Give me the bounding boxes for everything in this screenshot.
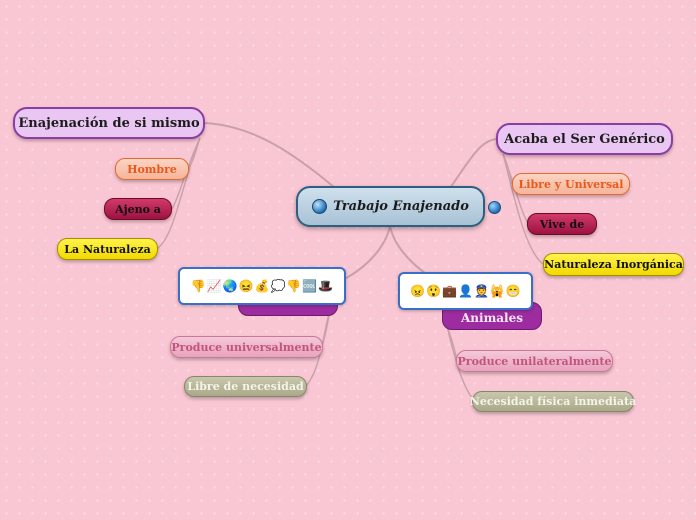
- link-center-left-top: [203, 122, 336, 189]
- subtopic-la-naturaleza-label: La Naturaleza: [64, 242, 151, 256]
- subtopic-produce-universalmente-label: Produce universalmente: [171, 340, 322, 354]
- central-topic-label: Trabajo Enajenado: [333, 199, 469, 214]
- subtopic-necesidad-fisica-inmediata[interactable]: Necesidad física inmediata: [469, 391, 637, 412]
- police-officer-icon: 👮: [473, 284, 489, 298]
- subtopic-produce-universalmente[interactable]: Produce universalmente: [170, 336, 323, 358]
- globe-icon: [312, 199, 328, 214]
- confounded-face-icon: 😖: [238, 279, 254, 293]
- subtopic-naturaleza-inorganica[interactable]: Naturaleza Inorgánica: [543, 253, 684, 276]
- globe-icon: [488, 201, 501, 214]
- topic-animales-label: Animales: [460, 311, 523, 325]
- topic-acaba-label: Acaba el Ser Genérico: [504, 131, 665, 147]
- astonished-face-icon: 😲: [426, 284, 442, 298]
- subtopic-hombre[interactable]: Hombre: [115, 158, 189, 180]
- grinning-face-icon: 😁: [505, 284, 521, 298]
- topic-enajenacion-label: Enajenación de si mismo: [18, 115, 200, 131]
- globe-icon: 🌏: [222, 279, 238, 293]
- subtopic-libre-universal-label: Libre y Universal: [518, 177, 624, 191]
- link-naturaleza: [156, 137, 201, 250]
- link-vive: [502, 153, 529, 224]
- subtopic-ajeno-a[interactable]: Ajeno a: [104, 198, 172, 220]
- topic-acaba-ser-generico[interactable]: Acaba el Ser Genérico: [496, 123, 673, 155]
- emoji-sticker-right: 😠 😲 💼 👤 👮 🙀 😁: [398, 272, 533, 310]
- subtopic-libre-de-necesidad-label: Libre de necesidad: [187, 380, 304, 393]
- link-center-right-top: [449, 138, 498, 189]
- subtopic-vive-de[interactable]: Vive de: [527, 213, 597, 235]
- top-hat-icon: 🎩: [318, 279, 334, 293]
- emoji-sticker-left: 👎 📈 🌏 😖 💰 💭 👎 🆒 🎩: [178, 267, 346, 305]
- money-bag-icon: 💰: [254, 279, 270, 293]
- subtopic-la-naturaleza[interactable]: La Naturaleza: [57, 238, 158, 260]
- subtopic-necesidad-fisica-inmediata-label: Necesidad física inmediata: [469, 395, 637, 408]
- central-topic[interactable]: Trabajo Enajenado: [296, 186, 485, 227]
- subtopic-hombre-label: Hombre: [127, 162, 177, 176]
- link-inorganica: [502, 153, 544, 265]
- subtopic-ajeno-a-label: Ajeno a: [115, 202, 161, 216]
- briefcase-icon: 💼: [442, 284, 458, 298]
- subtopic-naturaleza-inorganica-label: Naturaleza Inorgánica: [544, 258, 683, 271]
- subtopic-libre-universal[interactable]: Libre y Universal: [512, 173, 630, 195]
- thumbs-down-icon: 👎: [190, 279, 206, 293]
- link-necesidad-fisica: [446, 325, 475, 402]
- subtopic-libre-de-necesidad[interactable]: Libre de necesidad: [184, 376, 307, 397]
- topic-enajenacion[interactable]: Enajenación de si mismo: [13, 107, 205, 139]
- person-silhouette-icon: 👤: [458, 284, 473, 298]
- thumbs-down-icon: 👎: [286, 279, 302, 293]
- weary-cat-icon: 🙀: [489, 284, 505, 298]
- chart-up-icon: 📈: [206, 279, 222, 293]
- angry-face-icon: 😠: [410, 284, 426, 298]
- subtopic-produce-unilateralmente-label: Produce unilateralmente: [457, 354, 612, 368]
- thought-bubble-icon: 💭: [270, 279, 286, 293]
- subtopic-vive-de-label: Vive de: [539, 217, 585, 231]
- cool-button-icon: 🆒: [302, 279, 318, 293]
- subtopic-produce-unilateralmente[interactable]: Produce unilateralmente: [456, 350, 613, 372]
